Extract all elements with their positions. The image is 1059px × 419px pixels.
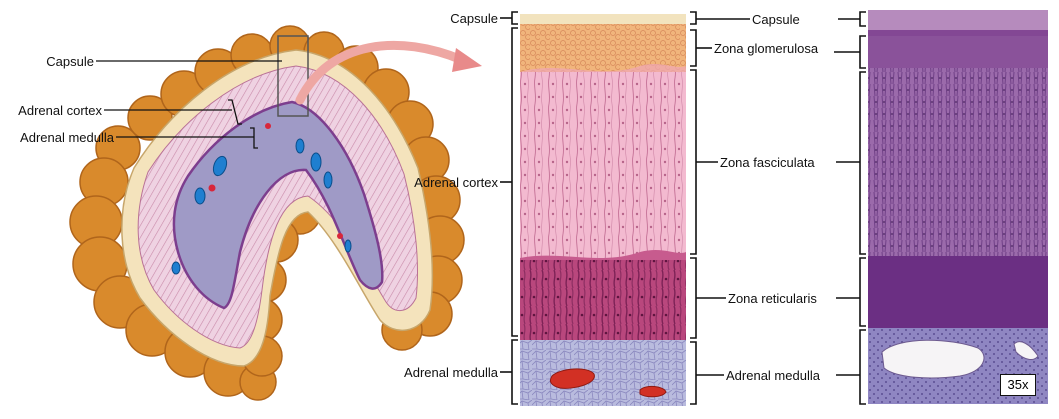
label-zona-fasciculata: Zona fasciculata [720, 155, 815, 170]
strip-medulla [520, 340, 686, 406]
label-left-adrenal-cortex: Adrenal cortex [0, 103, 102, 118]
middle-left-brackets [500, 12, 518, 404]
magnification-badge: 35x [1000, 374, 1036, 396]
micrograph [834, 10, 1048, 404]
micrograph-brackets [834, 12, 866, 404]
strip-fasciculata [520, 72, 686, 258]
micro-reticularis [868, 256, 1048, 328]
label-right-adrenal-medulla: Adrenal medulla [726, 368, 820, 383]
label-middle-adrenal-medulla: Adrenal medulla [370, 365, 498, 380]
strip-capsule [520, 14, 686, 24]
strip-vessel-2 [640, 386, 666, 396]
gland-illustration [70, 26, 482, 400]
strip-reticularis [520, 260, 686, 340]
label-zona-reticularis: Zona reticularis [728, 291, 817, 306]
label-middle-adrenal-cortex: Adrenal cortex [380, 175, 498, 190]
label-capsule: Capsule [752, 12, 800, 27]
middle-right-brackets [690, 12, 750, 404]
micro-vessel-1 [882, 340, 984, 378]
micro-fasciculata [868, 68, 1048, 258]
histology-drawing [500, 12, 750, 406]
label-left-adrenal-medulla: Adrenal medulla [0, 130, 114, 145]
label-middle-capsule: Capsule [400, 11, 498, 26]
label-left-capsule: Capsule [0, 54, 94, 69]
zoom-arrowhead [452, 48, 482, 72]
label-zona-glomerulosa: Zona glomerulosa [714, 41, 818, 56]
micro-glomerulosa [868, 30, 1048, 70]
